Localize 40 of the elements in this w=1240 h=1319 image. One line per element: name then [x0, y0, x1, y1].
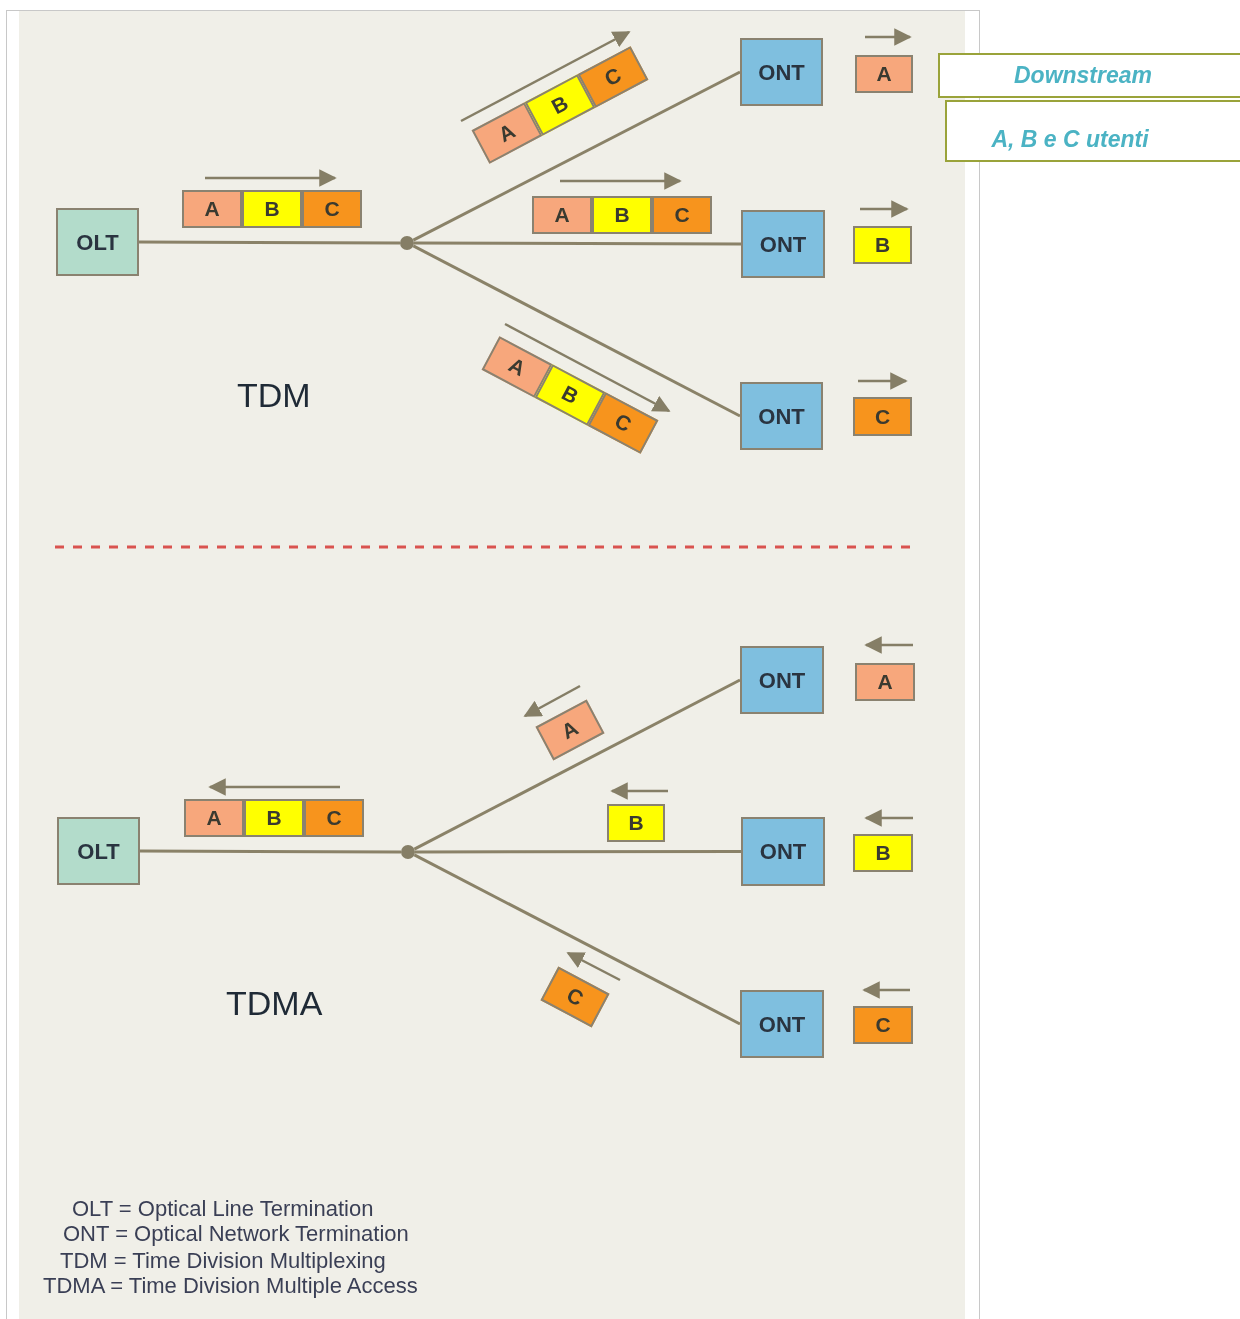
callout-box: A, B e C utenti: [945, 100, 1240, 162]
packet-cell: B: [242, 190, 302, 228]
user-packet: C: [853, 1006, 913, 1044]
ont-box: ONT: [740, 382, 823, 450]
fiber-line: [413, 853, 741, 1026]
packet-cell: A: [532, 196, 592, 234]
packet-cell: C: [302, 190, 362, 228]
olt-box: OLT: [57, 817, 140, 885]
packet-cell: A: [184, 799, 244, 837]
fiber-line: [412, 244, 741, 418]
ont-box: ONT: [740, 646, 824, 714]
packet-cell: C: [652, 196, 712, 234]
fiber-line: [412, 70, 741, 242]
ont-box: ONT: [741, 817, 825, 886]
user-packet: A: [855, 663, 915, 701]
ont-box: ONT: [741, 210, 825, 278]
fiber-line: [413, 678, 741, 851]
fiber-line: [140, 849, 401, 854]
fiber-line: [139, 240, 400, 245]
user-packet: B: [853, 834, 913, 872]
user-packet: A: [855, 55, 913, 93]
ont-box: ONT: [740, 990, 824, 1058]
legend-text: TDMA = Time Division Multiple Access: [43, 1273, 418, 1300]
fiber-line: [415, 850, 741, 854]
callout-box: Downstream: [938, 53, 1240, 98]
fiber-line: [414, 241, 741, 246]
user-packet: C: [853, 397, 912, 436]
user-packet: B: [853, 226, 912, 264]
ont-box: ONT: [740, 38, 823, 106]
legend-text: TDM = Time Division Multiplexing: [60, 1247, 386, 1275]
packet-cell: C: [304, 799, 364, 837]
section-title: TDMA: [226, 983, 323, 1024]
packet-cell: B: [592, 196, 652, 234]
legend-text: ONT = Optical Network Termination: [63, 1221, 409, 1248]
packet-cell: B: [607, 804, 665, 842]
packet-cell: B: [244, 799, 304, 837]
section-title: TDM: [237, 375, 311, 416]
legend-text: OLT = Optical Line Termination: [72, 1195, 374, 1223]
packet-cell: A: [182, 190, 242, 228]
olt-box: OLT: [56, 208, 139, 276]
